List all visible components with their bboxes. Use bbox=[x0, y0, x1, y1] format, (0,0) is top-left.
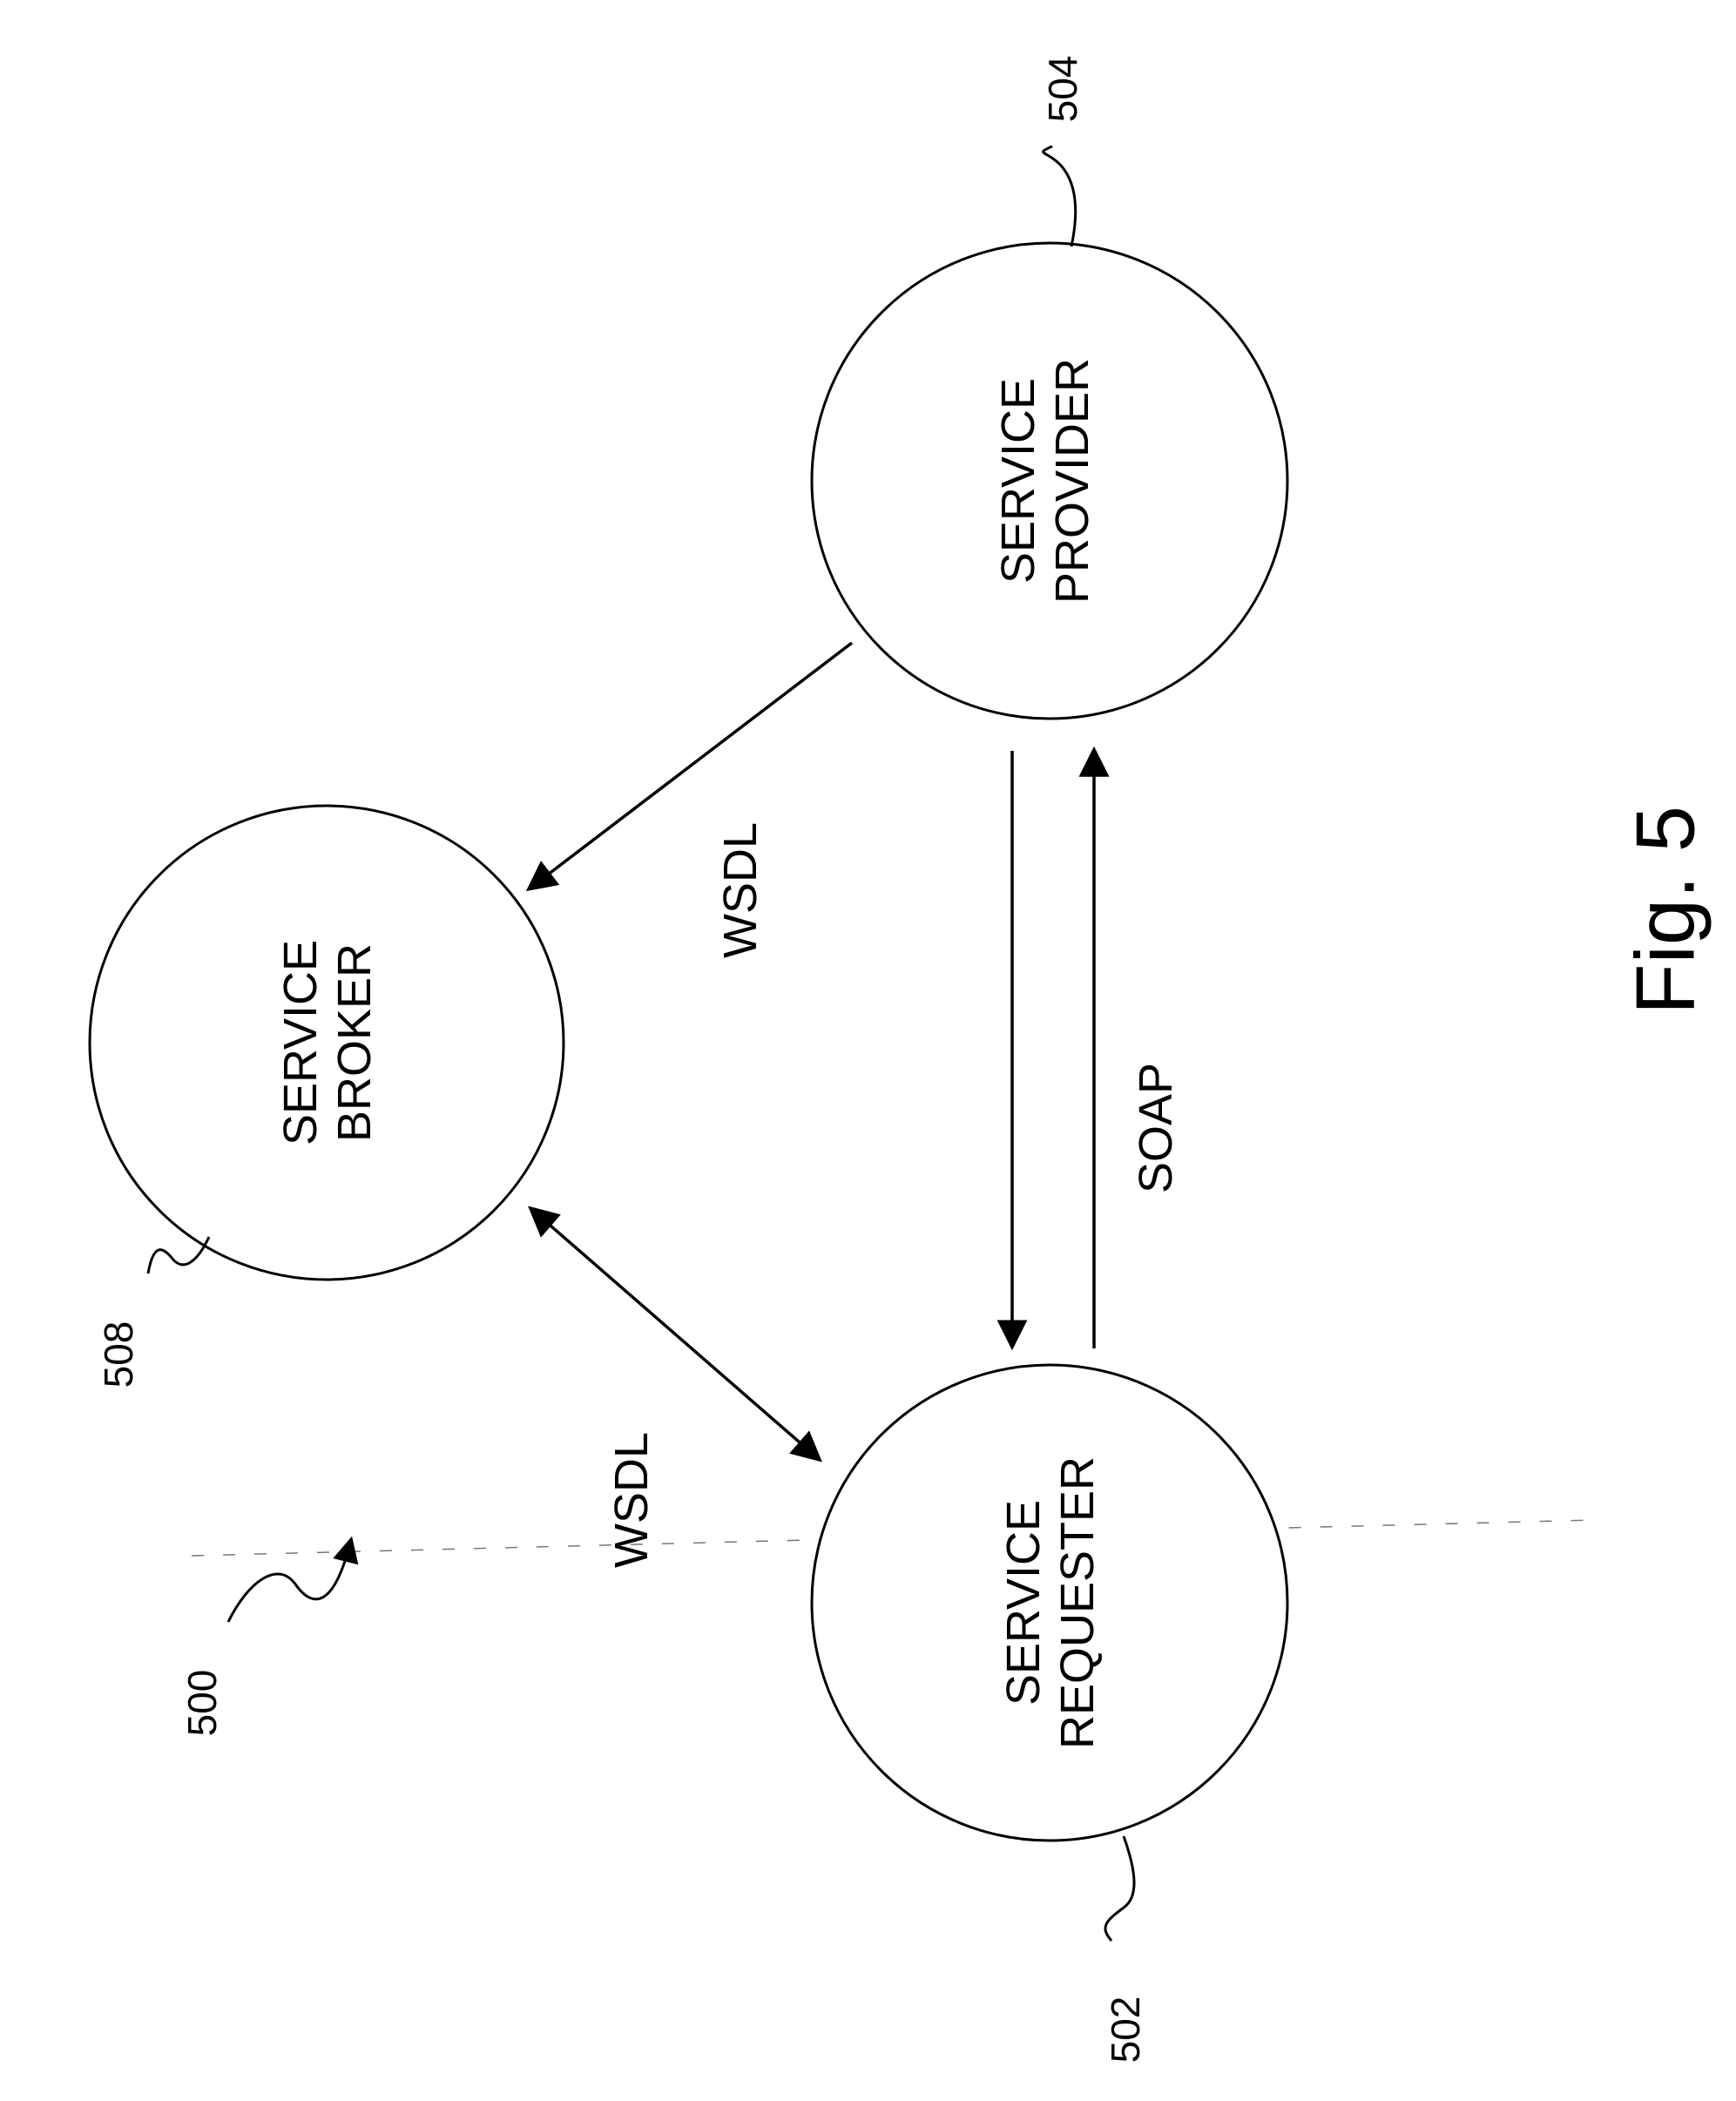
requester-ref-leader bbox=[1105, 1836, 1134, 1941]
provider-to-broker-arrow bbox=[530, 643, 852, 888]
provider-ref-number: 504 bbox=[1040, 56, 1085, 123]
wsdl-label-broker-requester: WSDL bbox=[605, 1432, 658, 1568]
service-provider-label-line2: PROVIDER bbox=[1046, 358, 1098, 604]
service-requester-label-line1: SERVICE bbox=[997, 1500, 1050, 1706]
service-requester-label-line2: REQUESTER bbox=[1051, 1456, 1104, 1749]
soap-label: SOAP bbox=[1130, 1063, 1182, 1193]
service-broker-label-line1: SERVICE bbox=[274, 940, 327, 1145]
service-broker-node bbox=[90, 806, 564, 1280]
figure-label: Fig. 5 bbox=[1619, 806, 1712, 1015]
system-ref-number: 500 bbox=[179, 1670, 225, 1737]
service-broker-label-line2: BROKER bbox=[328, 943, 381, 1142]
requester-ref-number: 502 bbox=[1103, 1996, 1148, 2064]
provider-ref-leader bbox=[1044, 146, 1076, 247]
service-requester-node bbox=[812, 1365, 1287, 1841]
service-provider-label-line1: SERVICE bbox=[992, 378, 1044, 584]
broker-requester-bidirectional-arrow bbox=[531, 1209, 819, 1459]
system-ref-arrow bbox=[228, 1540, 351, 1622]
broker-ref-number: 508 bbox=[96, 1321, 141, 1388]
wsdl-label-provider-broker: WSDL bbox=[714, 822, 767, 958]
